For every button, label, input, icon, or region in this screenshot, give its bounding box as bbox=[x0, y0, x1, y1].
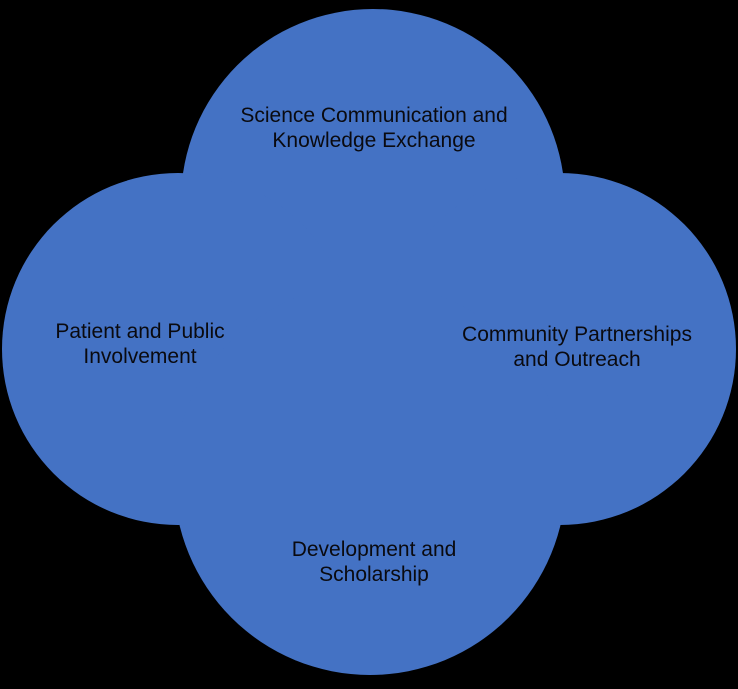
petal-label-left: Patient and Public Involvement bbox=[55, 319, 224, 369]
petal-label-right-line-2: and Outreach bbox=[513, 348, 641, 371]
petal-label-bottom-line-1: Development and bbox=[291, 538, 457, 561]
petal-circle-bottom bbox=[174, 283, 566, 675]
petal-label-top-line-1: Science Communication and bbox=[240, 104, 508, 127]
petal-label-left-line-1: Patient and Public bbox=[55, 320, 225, 343]
petal-label-bottom-line-2: Scholarship bbox=[319, 563, 429, 586]
petal-label-top: Science Communication and Knowledge Exch… bbox=[240, 103, 507, 153]
petal-label-top-line-2: Knowledge Exchange bbox=[272, 129, 476, 152]
petal-label-right: Community Partnerships and Outreach bbox=[462, 322, 692, 372]
petal-label-right-line-1: Community Partnerships bbox=[462, 323, 692, 346]
petal-label-bottom: Development and Scholarship bbox=[292, 537, 457, 587]
petal-label-left-line-2: Involvement bbox=[83, 345, 197, 368]
